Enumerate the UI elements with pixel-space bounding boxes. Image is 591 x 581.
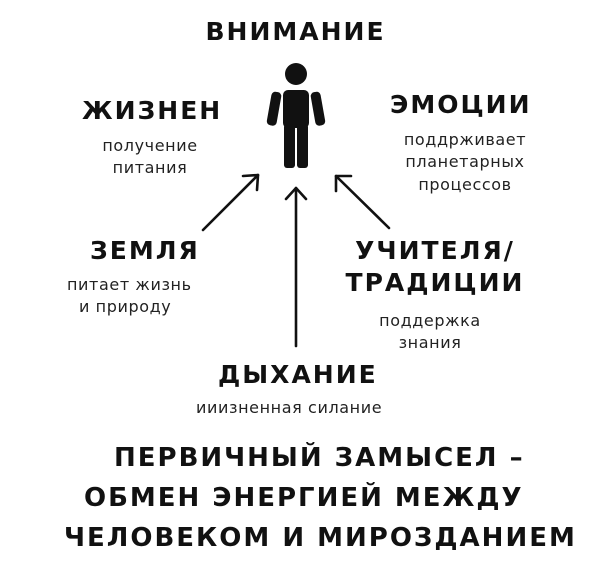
footer-line2: ОБМЕН ЭНЕРГИЕЙ МЕЖДУ — [84, 483, 524, 513]
arrow-earth-to-person — [201, 173, 260, 232]
arrow-teachers-to-person — [334, 174, 391, 230]
earth-desc-line2: и природу — [79, 297, 172, 316]
life-title: ЖИЗНЕН — [82, 96, 223, 125]
earth-desc-line1: питает жизнь — [67, 275, 192, 294]
emotions-desc-line3: процессов — [418, 175, 512, 194]
emotions-desc-line2: планетарных — [405, 152, 525, 171]
teachers-title-line1: УЧИТЕЛЯ/ — [355, 236, 515, 265]
life-desc-line1: получение — [102, 136, 198, 155]
attention-title: ВНИМАНИЕ — [205, 17, 386, 46]
footer-line3: ЧЕЛОВЕКОМ И МИРОЗДАНИЕМ — [64, 523, 577, 553]
teachers-desc-line1: поддержка — [379, 311, 481, 330]
breath-title: ДЫХАНИЕ — [218, 360, 378, 389]
arrow-breath-to-person — [284, 186, 308, 348]
emotions-title: ЭМОЦИИ — [390, 90, 532, 119]
emotions-desc-line1: поддрживает — [403, 130, 527, 149]
earth-title: ЗЕМЛЯ — [90, 236, 200, 265]
breath-desc: ииизненная силание — [196, 398, 383, 417]
teachers-desc-line2: знания — [398, 333, 462, 352]
footer-line1: ПЕРВИЧНЫЙ ЗАМЫСЕЛ – — [114, 443, 525, 473]
teachers-title-line2: ТРАДИЦИИ — [345, 268, 525, 297]
person-icon — [266, 63, 326, 168]
life-desc-line2: питания — [112, 158, 188, 177]
